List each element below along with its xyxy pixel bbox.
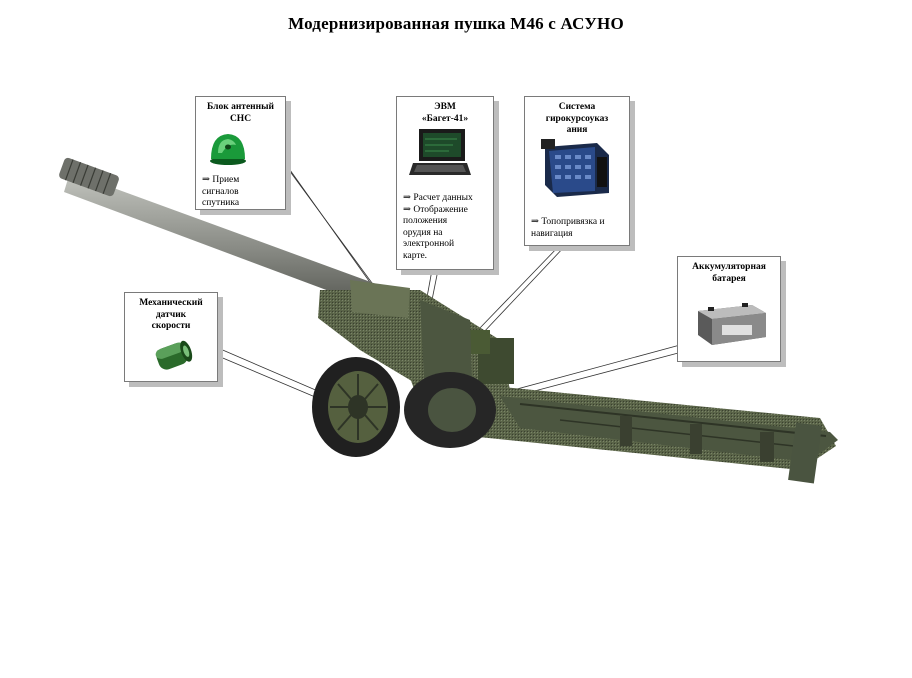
leader-battery: [505, 344, 681, 393]
gun-trail: [410, 378, 838, 484]
laptop-icon: [409, 129, 471, 175]
page-title: Модернизированная пушка М46 с АСУНО: [288, 14, 624, 33]
front-wheel: [312, 357, 400, 457]
callout-speed-heading: Механический датчик скорости: [139, 298, 203, 331]
rear-wheel: [404, 372, 496, 448]
gun-cradle: [318, 280, 514, 392]
callout-battery: Аккумуляторная батарея: [677, 256, 781, 362]
callout-antenna: Блок антенный СНС ⇒ Прием сигналов спутн…: [195, 96, 286, 210]
speed-sensor-icon: [155, 340, 193, 370]
callout-computer: ЭВМ «Багет-41» ⇒ Расчет данных ⇒ Отображ…: [396, 96, 494, 270]
callout-antenna-bullets: ⇒ Прием сигналов спутника: [202, 175, 240, 208]
callout-speed-sensor: Механический датчик скорости: [124, 292, 218, 382]
leader-gyro: [477, 244, 561, 331]
callout-antenna-heading: Блок антенный СНС: [206, 102, 275, 124]
callout-computer-bullets: ⇒ Расчет данных ⇒ Отображение положения …: [403, 193, 473, 261]
callout-computer-heading: ЭВМ «Багет-41»: [421, 102, 469, 124]
callout-gyro-heading: Система гирокурсоуказ ания: [545, 102, 609, 135]
callout-battery-heading: Аккумуляторная батарея: [692, 262, 766, 284]
battery-icon: [698, 303, 766, 345]
antenna-dome-icon: [210, 134, 246, 165]
callout-gyro-bullets: ⇒ Топопривязка и навигация: [531, 217, 605, 239]
gun-barrel: [59, 157, 420, 322]
callout-gyro: Система гирокурсоуказ ания ⇒ Топопривязк…: [524, 96, 630, 246]
gyro-unit-icon: [541, 139, 609, 197]
